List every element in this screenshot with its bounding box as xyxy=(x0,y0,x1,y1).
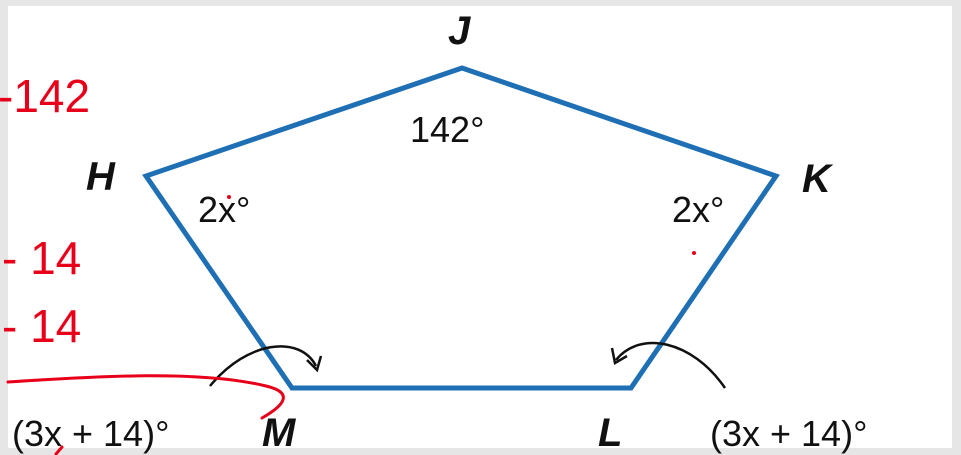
arrow-head-m xyxy=(306,355,323,373)
vertex-label-l: L xyxy=(598,411,622,455)
arrow-head-l xyxy=(610,347,628,365)
ink-dot-k xyxy=(692,251,696,255)
vertex-label-k: K xyxy=(802,157,834,201)
vertex-label-m: M xyxy=(262,411,297,455)
angle-label-j: 142° xyxy=(410,109,484,150)
angle-label-m: (3x + 14)° xyxy=(12,413,169,454)
ink-annotation-2: - 14 xyxy=(2,232,81,284)
ink-annotation-3: - 14 xyxy=(2,300,81,352)
pentagon-outline xyxy=(142,65,780,391)
angle-label-l: (3x + 14)° xyxy=(710,413,867,454)
ink-underline-stroke xyxy=(6,374,285,420)
vertex-label-j: J xyxy=(448,9,471,53)
ink-tick-stroke xyxy=(54,445,64,455)
angle-label-k: 2x° xyxy=(672,189,724,230)
arrow-to-angle-m xyxy=(209,345,318,387)
arrow-to-angle-l xyxy=(615,341,727,389)
vertex-label-h: H xyxy=(86,155,116,199)
ink-annotation-1: -142 xyxy=(0,70,90,122)
angle-label-h: 2x° xyxy=(198,189,250,230)
ink-dot-h xyxy=(227,195,231,199)
